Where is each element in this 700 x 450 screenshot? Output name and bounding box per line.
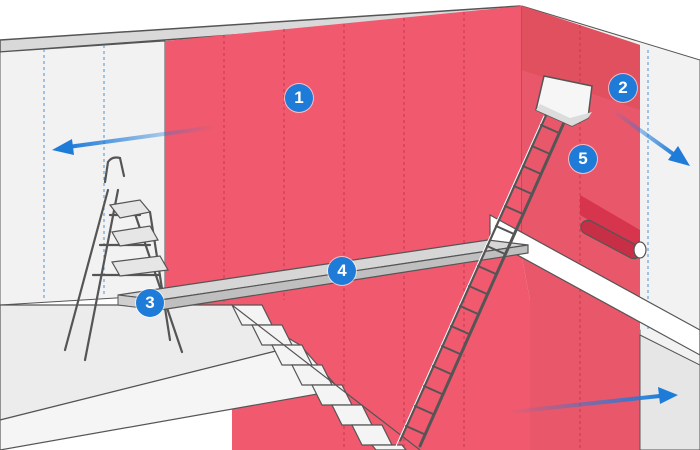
step-marker-1: 1 [285,84,313,112]
step-marker-4: 4 [328,257,356,285]
stair-edge [231,304,421,450]
arrow-left-icon [52,125,216,155]
wallpaper-roll-end [633,241,647,259]
stairwell-railing [489,213,700,356]
leaning-ladder [395,108,568,448]
step-marker-2: 2 [609,74,637,102]
arrow-down-right-icon [610,108,690,166]
staircase [231,304,407,450]
step-marker-5: 5 [569,145,597,173]
step-ladder-treads [108,199,169,277]
arrow-right-icon [509,387,678,414]
ceiling [0,0,700,60]
ladder-top-cap-shade [536,104,592,126]
step-marker-3: 3 [136,289,164,317]
wallpaper-strip [580,195,640,250]
